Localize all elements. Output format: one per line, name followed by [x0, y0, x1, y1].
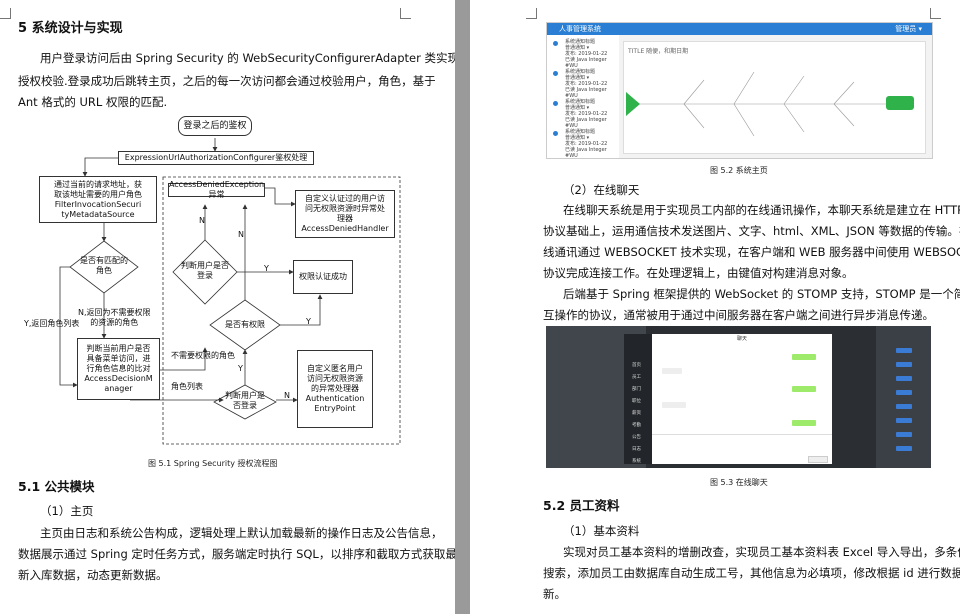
flow-login-diamond-1-text: 判断用户是否 登录: [181, 261, 229, 280]
flow-label-no-perm-role: 不需要权限的角色: [171, 351, 235, 360]
section-heading: 5.2 员工资料: [543, 498, 620, 513]
decision-diamond: [69, 240, 139, 294]
figure-caption: 图 5.3 在线聊天: [710, 478, 768, 487]
chat-menu-item[interactable]: 系统: [632, 459, 641, 464]
app-header-bar: 人事管理系统 管理员 ▾: [547, 23, 932, 35]
subsection-heading: （2）在线聊天: [563, 183, 640, 197]
chat-input-area[interactable]: [652, 434, 832, 465]
chat-menu-item[interactable]: 员工: [632, 375, 641, 380]
chat-title: 聊天: [736, 336, 747, 342]
flow-expr-box: ExpressionUrlAuthorizationConfigurer鉴权处理: [118, 151, 314, 165]
flow-decision-mgr-box: 判断当前用户是否 具备菜单访问，进 行角色信息的比对 AccessDecisio…: [77, 338, 160, 400]
chat-bubble: [792, 354, 816, 360]
flow-label-yes: Y,返回角色列表: [24, 319, 80, 328]
flow-auth-success-box: 权限认证成功: [293, 260, 353, 294]
flow-label-role-list: 角色列表: [171, 382, 203, 391]
notice-item: 系统通知标题 普通通知 ▾ 发布: 2019-01-22 已读 Java Int…: [565, 39, 608, 69]
homepage-screenshot: 人事管理系统 管理员 ▾ 系统通知标题 普通通知 ▾ 发布: 2019-01-2…: [546, 22, 933, 159]
flow-start: 登录之后的鉴权: [178, 116, 252, 136]
paragraph-line: 数据展示通过 Spring 定时任务方式，服务端定时执行 SQL，以排序和截取方…: [18, 547, 455, 561]
notice-sidebar: 系统通知标题 普通通知 ▾ 发布: 2019-01-22 已读 Java Int…: [547, 35, 619, 158]
flow-get-roles-box: 通过当前的请求地址，获 取该地址需要的用户角色 FilterInvocation…: [39, 176, 157, 223]
send-button[interactable]: [808, 456, 828, 463]
flow-ad-exception-box: AccessDeniedException异常: [168, 180, 265, 199]
flow-label-y: Y: [306, 317, 311, 326]
chat-menu-item[interactable]: 首页: [632, 363, 641, 368]
flowchart: 登录之后的鉴权 ExpressionUrlAuthorizationConfig…: [0, 110, 455, 450]
flow-has-perm-diamond-text: 是否有权限: [225, 320, 265, 329]
flow-label-y: Y: [238, 364, 243, 373]
decision-diamond: [209, 299, 281, 351]
chat-menu-item[interactable]: 薪资: [632, 411, 641, 416]
section-heading: 5.1 公共模块: [18, 479, 95, 494]
section-heading: 5 系统设计与实现: [18, 21, 123, 36]
left-page: 5 系统设计与实现 用户登录访问后由 Spring Security 的 Web…: [0, 0, 455, 614]
bullet-icon: [553, 41, 558, 46]
decision-diamond: [172, 239, 238, 305]
figure-caption: 图 5.1 Spring Security 授权流程图: [148, 459, 278, 468]
flow-match-diamond-text: 是否有匹配的 角色: [80, 256, 128, 275]
paragraph-line: 新。: [543, 587, 566, 601]
chat-menu-item[interactable]: 日志: [632, 447, 641, 452]
background-table-right: [876, 326, 931, 468]
crop-mark: [400, 8, 411, 19]
notice-item: 系统通知标题 普通通知 ▾ 发布: 2019-01-22 已读 Java Int…: [565, 129, 608, 159]
panel-title: TITLE 随便，和期日期: [628, 48, 689, 55]
chat-bubble: [792, 420, 816, 426]
paragraph-line: 线通讯通过 WEBSOCKET 技术实现，在客户端和 WEB 服务器中间使用 W…: [543, 245, 960, 259]
paragraph-line: 主页由日志和系统公告构成，逻辑处理上默认加载最新的操作日志及公告信息，: [40, 526, 443, 540]
paragraph-line: 授权校验.登录成功后跳转主页，之后的每一次访问都会通过校验用户，角色，基于: [18, 74, 436, 88]
paragraph-line: 新入库数据，动态更新数据。: [18, 568, 168, 582]
timeline-panel: TITLE 随便，和期日期: [623, 41, 926, 154]
paragraph-line: 协议基础上，运用通信技术发送图片、文字、html、XML、JSON 等数据的传输…: [543, 224, 960, 238]
right-page: 人事管理系统 管理员 ▾ 系统通知标题 普通通知 ▾ 发布: 2019-01-2…: [470, 0, 960, 614]
notice-item: 系统通知标题 普通通知 ▾ 发布: 2019-01-22 已读 Java Int…: [565, 69, 608, 99]
chat-menu-item[interactable]: 公告: [632, 435, 641, 440]
chat-menu-item[interactable]: 部门: [632, 387, 641, 392]
decision-diamond: [213, 384, 277, 420]
chat-bubble: [662, 402, 686, 408]
paragraph-line: 后端基于 Spring 框架提供的 WebSocket 的 STOMP 支持，S…: [563, 287, 960, 301]
bullet-icon: [553, 131, 558, 136]
paragraph-line: 在线聊天系统是用于实现员工内部的在线通讯操作，本聊天系统是建立在 HTTP: [563, 203, 960, 217]
paragraph-line: 实现对员工基本资料的增删改查，实现员工基本资料表 Excel 导入导出，多条件: [563, 545, 960, 559]
dashed-group: [162, 176, 401, 445]
chat-window: 聊天: [652, 334, 832, 464]
flowchart-connectors: [59, 138, 401, 445]
crop-mark: [526, 8, 537, 19]
chat-bubble: [662, 368, 682, 374]
paragraph-line: 用户登录访问后由 Spring Security 的 WebSecurityCo…: [40, 51, 455, 65]
chat-menu-item[interactable]: 考勤: [632, 423, 641, 428]
bullet-icon: [553, 101, 558, 106]
flow-label-n: N: [238, 230, 244, 239]
figure-caption: 图 5.2 系统主页: [710, 166, 768, 175]
chat-screenshot: 首页 员工 部门 职位 薪资 考勤 公告 日志 系统 聊天: [546, 326, 931, 468]
subsection-heading: （1）主页: [40, 504, 94, 518]
flow-label-n: N: [284, 391, 290, 400]
chat-menu: 首页 员工 部门 职位 薪资 考勤 公告 日志 系统: [624, 334, 652, 464]
paragraph-line: 搜索，添加员工由数据库自动生成工号，其他信息为必填项，修改根据 id 进行数据更: [543, 566, 960, 580]
app-brand: 人事管理系统: [559, 25, 601, 33]
bullet-icon: [553, 71, 558, 76]
subsection-heading: （1）基本资料: [563, 524, 640, 538]
paragraph-line: Ant 格式的 URL 权限的匹配.: [18, 95, 168, 109]
user-menu: 管理员 ▾: [895, 25, 922, 33]
notice-item: 系统通知标题 普通通知 ▾ 发布: 2019-01-22 已读 Java Int…: [565, 99, 608, 129]
flow-custom-entry-box: 自定义匿名用户 访问无权限资源 的异常处理器 Authentication En…: [297, 350, 373, 428]
paragraph-line: 互操作的协议，通常被用于通过中间服务器在客户端之间进行异步消息传递。: [543, 308, 934, 322]
flow-login-diamond-2-text: 判断用户是 否登录: [225, 391, 265, 410]
fishbone-timeline: [626, 71, 914, 137]
flow-custom-denied-box: 自定义认证过的用户访 问无权限资源时异常处 理器 AccessDeniedHan…: [295, 190, 395, 238]
chat-menu-item[interactable]: 职位: [632, 399, 641, 404]
flow-label-n: N: [199, 216, 205, 225]
chat-bubble: [792, 386, 816, 392]
flow-label-no-match: N,返回为不需要权限 的资源的角色: [78, 308, 151, 327]
crop-mark: [0, 8, 11, 19]
crop-mark: [930, 8, 941, 19]
flow-label-y: Y: [264, 264, 269, 273]
paragraph-line: 协议完成连接工作。在处理逻辑上，由键值对构建消息对象。: [543, 266, 854, 280]
